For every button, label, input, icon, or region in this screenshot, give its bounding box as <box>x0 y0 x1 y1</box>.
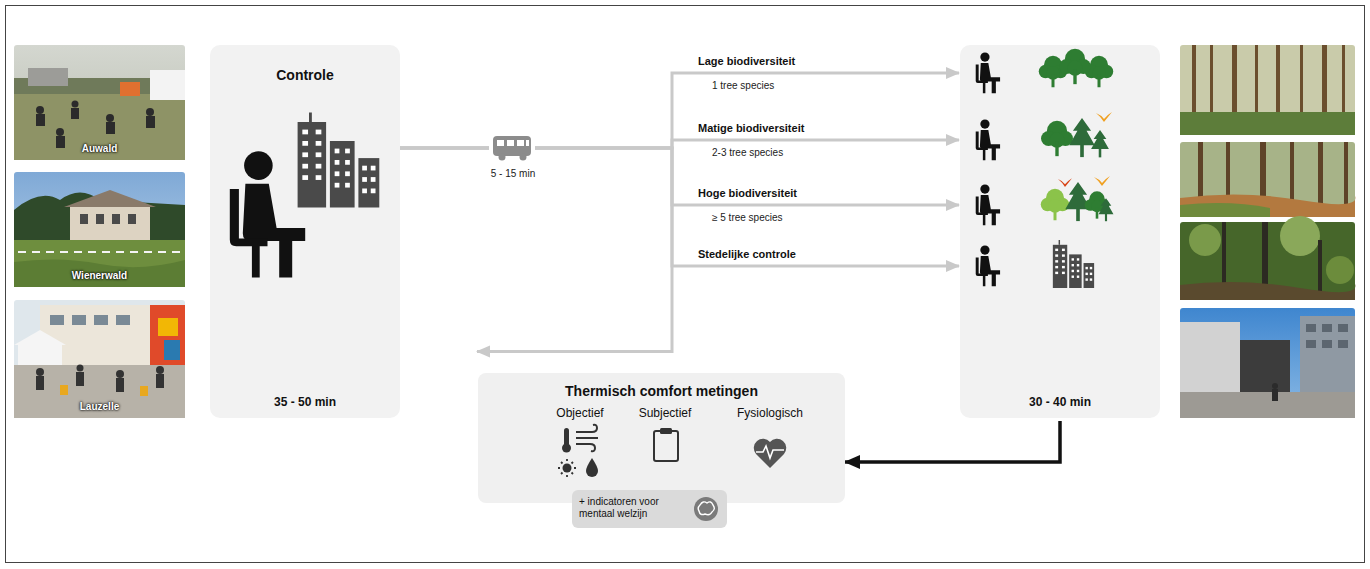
note-text: + indicatoren voor mentaal welzijn <box>579 496 687 520</box>
connector-arrow <box>400 148 959 205</box>
objective-icons <box>558 425 598 477</box>
brain-icon <box>694 497 718 521</box>
photo-caption: Auwald <box>14 143 185 155</box>
branch-label: Hoge biodiversiteit <box>698 187 797 200</box>
forest-photo <box>1180 142 1355 217</box>
connector-arrow <box>400 148 672 352</box>
moderate-biodiversity-icon <box>976 112 1112 160</box>
duration-label: 30 - 40 min <box>960 395 1160 409</box>
urban-control-icon <box>976 240 1094 288</box>
column-heading: Fysiologisch <box>720 406 820 420</box>
control-panel: Controle 35 - 50 min <box>210 45 400 418</box>
connector-arrow <box>400 73 959 148</box>
high-biodiversity-icon <box>976 176 1114 225</box>
connector-arrow <box>845 421 1060 462</box>
branch-label: Stedelijke controle <box>698 248 796 261</box>
box-title: Thermisch comfort metingen <box>478 383 845 400</box>
species-count: 1 tree species <box>712 80 832 92</box>
site-photo <box>14 45 185 160</box>
person-city-icon <box>230 113 380 278</box>
panel-backgrounds <box>210 45 1160 528</box>
forest-photo <box>1180 45 1355 135</box>
urban-photo <box>1180 308 1355 418</box>
site-photo <box>14 300 185 418</box>
low-biodiversity-icon <box>976 49 1114 93</box>
forest-photo <box>1180 216 1355 300</box>
site-photo <box>14 172 185 287</box>
frame <box>6 6 1365 563</box>
bus-icon <box>489 132 535 162</box>
wellbeing-box: + indicatoren voor mentaal welzijn <box>572 490 727 528</box>
duration-label: 35 - 50 min <box>210 395 400 409</box>
column-heading: Subjectief <box>615 406 715 420</box>
column-heading: Objectief <box>530 406 630 420</box>
photo-caption: Lauzelle <box>14 401 185 413</box>
branch-label: Lage biodiversiteit <box>698 55 795 68</box>
clipboard-icon <box>654 428 678 461</box>
measurement-box: Thermisch comfort metingenObjectiefSubje… <box>478 373 845 503</box>
photo-caption: Wienerwald <box>14 270 185 282</box>
connector-arrow <box>400 148 959 266</box>
panel-title: Controle <box>210 67 400 84</box>
heart-icon <box>754 439 786 468</box>
species-count: 2-3 tree species <box>712 147 832 159</box>
species-count: ≥ 5 tree species <box>712 212 832 224</box>
exposure-panel: 30 - 40 min <box>960 45 1160 418</box>
branch-label: Matige biodiversiteit <box>698 122 804 135</box>
duration-label: 5 - 15 min <box>478 168 548 180</box>
